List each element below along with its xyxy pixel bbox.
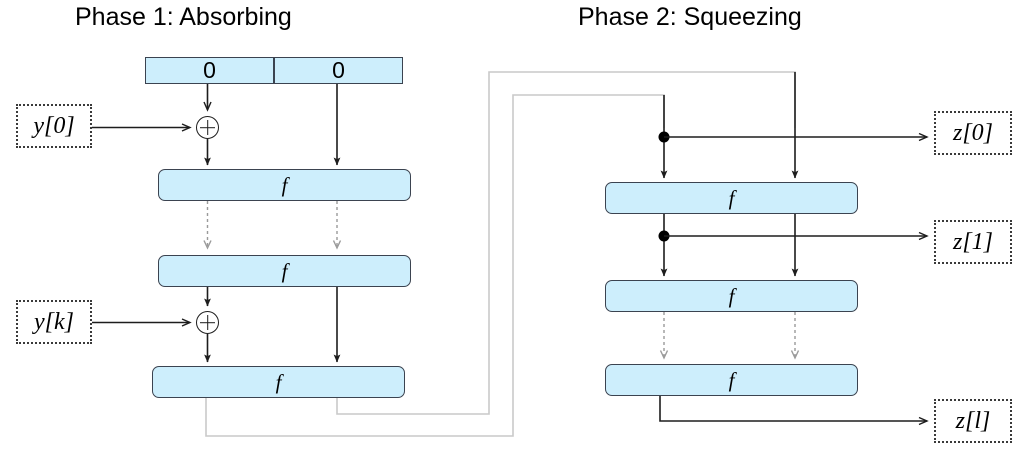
phase2-f-box-2: f	[605, 280, 858, 312]
tap-dot-z1	[658, 230, 670, 242]
xor-gate-yk	[196, 311, 219, 334]
phase2-f-box-3: f	[605, 364, 858, 396]
xor-gate-y0	[196, 116, 219, 139]
phase2-title: Phase 2: Squeezing	[578, 3, 802, 31]
phase1-title: Phase 1: Absorbing	[75, 3, 292, 31]
tap-dot-z0	[658, 131, 670, 143]
feedback-path-right	[336, 71, 796, 415]
edge-phase2-f3-to-zl	[659, 396, 929, 426]
phase1-f-box-3: f	[152, 366, 405, 398]
input-box-y0: y[0]	[16, 104, 92, 148]
state-cell-left: 0	[145, 57, 274, 84]
phase1-f-box-1: f	[158, 169, 411, 201]
state-cell-right: 0	[274, 57, 403, 84]
output-box-z0: z[0]	[934, 111, 1012, 155]
phase1-f-box-2: f	[158, 255, 411, 287]
output-box-z1: z[1]	[934, 220, 1012, 264]
output-box-zl: z[l]	[934, 399, 1012, 443]
phase2-f-box-1: f	[605, 182, 858, 214]
input-box-yk: y[k]	[16, 300, 92, 344]
